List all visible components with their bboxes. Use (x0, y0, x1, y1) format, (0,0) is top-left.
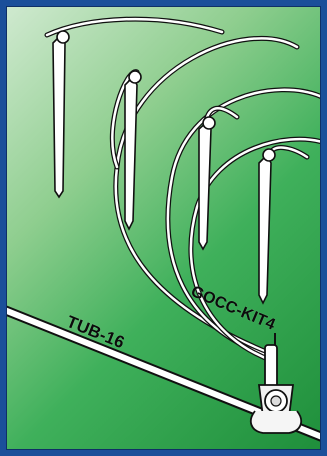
drip-stake-2 (125, 71, 141, 229)
illustration-panel: TUB-16 GOCC-KIT4 (6, 6, 321, 450)
drip-stake-3 (199, 117, 215, 249)
micro-tubes (47, 19, 321, 361)
drip-stake-1 (53, 31, 69, 197)
drip-stake-4 (259, 149, 275, 303)
irrigation-illustration (7, 7, 321, 450)
